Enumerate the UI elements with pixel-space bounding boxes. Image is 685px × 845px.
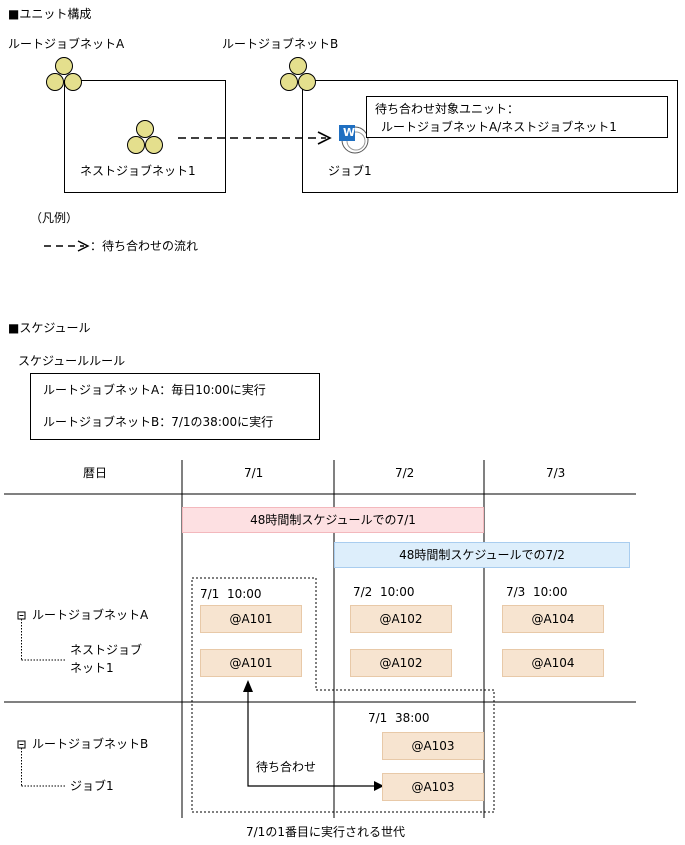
row-nested-label-line-2: ネット1 <box>70 661 114 675</box>
row-root-jobnet-b-label: ルートジョブネットB <box>32 737 149 751</box>
time-a-1: 7/1 10:00 <box>200 587 262 601</box>
band-48h-day-1: 48時間制スケジュールでの7/1 <box>182 507 484 533</box>
schedule-section-title: ■スケジュール <box>8 321 91 335</box>
root-jobnet-b-label: ルートジョブネットB <box>222 37 339 51</box>
header-date-2: 7/2 <box>395 466 415 480</box>
schedule-rule-b: ルートジョブネットB：7/1の38:00に実行 <box>43 415 274 429</box>
generation-a104-root: @A104 <box>502 605 604 633</box>
first-generation-outline <box>191 577 495 813</box>
legend-text: ：待ち合わせの流れ <box>90 239 199 253</box>
wait-target-line-1: 待ち合わせ対象ユニット： <box>375 102 520 116</box>
band-48h-day-2: 48時間制スケジュールでの7/2 <box>334 542 630 568</box>
generation-a101-root: @A101 <box>200 605 302 633</box>
nested-jobnet-icon <box>127 120 163 154</box>
header-date-3: 7/3 <box>546 466 566 480</box>
generation-a102-root: @A102 <box>350 605 452 633</box>
row-nested-label-line-1: ネストジョブ <box>70 643 143 657</box>
time-a-3: 7/3 10:00 <box>506 585 568 599</box>
wait-flow-arrow <box>178 131 332 145</box>
schedule-rule-box: ルートジョブネットA：毎日10:00に実行 ルートジョブネットB：7/1の38:… <box>30 373 320 440</box>
root-jobnet-a-icon <box>46 57 82 91</box>
schedule-rule-title: スケジュールルール <box>18 354 126 368</box>
generation-a103-job: @A103 <box>382 773 484 801</box>
generation-a103-root: @A103 <box>382 732 484 760</box>
tree-connector-a <box>17 611 66 661</box>
generation-a101-nested: @A101 <box>200 649 302 677</box>
job-label: ジョブ1 <box>328 164 372 178</box>
schedule-rule-a: ルートジョブネットA：毎日10:00に実行 <box>43 383 266 397</box>
header-date-1: 7/1 <box>244 466 264 480</box>
unit-section-title: ■ユニット構成 <box>8 7 92 21</box>
header-calendar-day: 暦日 <box>83 466 108 480</box>
time-a-2: 7/2 10:00 <box>353 585 415 599</box>
time-b: 7/1 38:00 <box>368 711 430 725</box>
job-icon-letter: W <box>343 126 356 139</box>
schedule-wait-arrow <box>243 680 384 791</box>
root-jobnet-a-label: ルートジョブネットA <box>8 37 125 51</box>
row-job-label: ジョブ1 <box>70 779 114 793</box>
generation-a104-nested: @A104 <box>502 649 604 677</box>
legend-title: （凡例） <box>30 211 79 225</box>
first-generation-caption: 7/1の1番目に実行される世代 <box>246 825 405 839</box>
legend-dashed-arrow <box>44 240 90 252</box>
row-root-jobnet-a-label: ルートジョブネットA <box>32 608 149 622</box>
wait-target-line-2: ルートジョブネットA/ネストジョブネット1 <box>381 120 617 134</box>
wait-label: 待ち合わせ <box>256 760 317 774</box>
tree-connector-b <box>17 740 66 787</box>
generation-a102-nested: @A102 <box>350 649 452 677</box>
nested-jobnet-label: ネストジョブネット1 <box>80 164 196 178</box>
root-jobnet-b-icon <box>280 57 316 91</box>
wait-target-box: 待ち合わせ対象ユニット： ルートジョブネットA/ネストジョブネット1 <box>366 96 668 138</box>
job-icon <box>339 125 369 154</box>
